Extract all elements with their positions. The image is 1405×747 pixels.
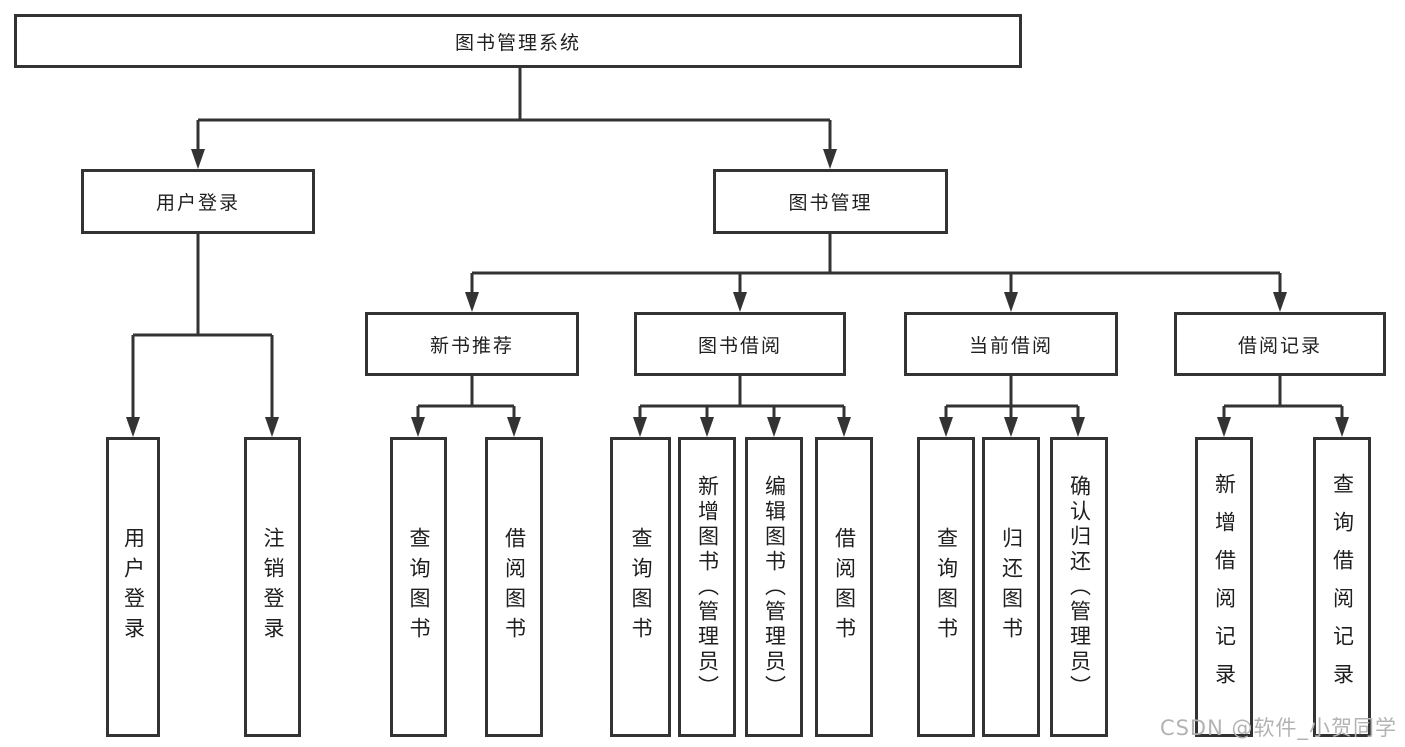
node-new-book-recommend-label: 新书推荐 bbox=[429, 334, 514, 357]
leaf-current-confirm-return-admin-label: 确认归还（管理员） bbox=[1067, 474, 1092, 700]
node-system-root: 图书管理系统 bbox=[14, 14, 1022, 68]
node-book-management-label: 图书管理 bbox=[788, 192, 873, 214]
leaf-current-query-books-label: 查询图书 bbox=[934, 527, 959, 647]
node-borrowing-records: 借阅记录 bbox=[1174, 312, 1386, 376]
node-current-borrowing: 当前借阅 bbox=[904, 312, 1118, 376]
leaf-recommend-query-books: 查询图书 bbox=[390, 437, 447, 737]
leaf-records-query-record: 查询借阅记录 bbox=[1313, 437, 1371, 737]
leaf-borrowing-edit-books-admin: 编辑图书（管理员） bbox=[745, 437, 803, 737]
arrowheads bbox=[126, 149, 1349, 437]
node-system-root-label: 图书管理系统 bbox=[454, 31, 581, 54]
leaf-records-add-record-label: 新增借阅记录 bbox=[1212, 473, 1237, 701]
leaf-current-return-books: 归还图书 bbox=[982, 437, 1040, 737]
node-book-borrowing-label: 图书借阅 bbox=[697, 334, 782, 357]
node-new-book-recommend: 新书推荐 bbox=[365, 312, 579, 376]
node-user-login: 用户登录 bbox=[81, 169, 315, 234]
leaf-borrowing-borrow-books: 借阅图书 bbox=[815, 437, 873, 737]
leaf-borrowing-borrow-books-label: 借阅图书 bbox=[832, 527, 857, 647]
leaf-recommend-query-books-label: 查询图书 bbox=[407, 527, 431, 647]
leaf-logout: 注销登录 bbox=[244, 437, 301, 737]
leaf-current-query-books: 查询图书 bbox=[917, 437, 975, 737]
leaf-records-add-record: 新增借阅记录 bbox=[1195, 437, 1253, 737]
node-current-borrowing-label: 当前借阅 bbox=[968, 334, 1053, 357]
leaf-borrowing-edit-books-admin-label: 编辑图书（管理员） bbox=[762, 474, 787, 700]
leaf-records-query-record-label: 查询借阅记录 bbox=[1330, 473, 1355, 701]
leaf-recommend-borrow-books-label: 借阅图书 bbox=[502, 527, 527, 647]
node-book-management: 图书管理 bbox=[713, 169, 948, 234]
csdn-watermark: CSDN @软件_小贺同学 bbox=[1159, 716, 1397, 740]
leaf-user-login: 用户登录 bbox=[106, 437, 160, 737]
leaf-borrowing-query-books-label: 查询图书 bbox=[629, 527, 653, 647]
node-book-borrowing: 图书借阅 bbox=[634, 312, 846, 376]
node-borrowing-records-label: 借阅记录 bbox=[1237, 334, 1322, 357]
leaf-user-login-label: 用户登录 bbox=[121, 527, 146, 647]
leaf-logout-label: 注销登录 bbox=[261, 527, 285, 647]
node-user-login-label: 用户登录 bbox=[155, 192, 240, 214]
leaf-borrowing-add-books-admin-label: 新增图书（管理员） bbox=[695, 474, 720, 700]
leaf-current-confirm-return-admin: 确认归还（管理员） bbox=[1050, 437, 1108, 737]
leaf-current-return-books-label: 归还图书 bbox=[999, 527, 1024, 647]
leaf-borrowing-query-books: 查询图书 bbox=[610, 437, 671, 737]
leaf-borrowing-add-books-admin: 新增图书（管理员） bbox=[678, 437, 736, 737]
leaf-recommend-borrow-books: 借阅图书 bbox=[485, 437, 543, 737]
